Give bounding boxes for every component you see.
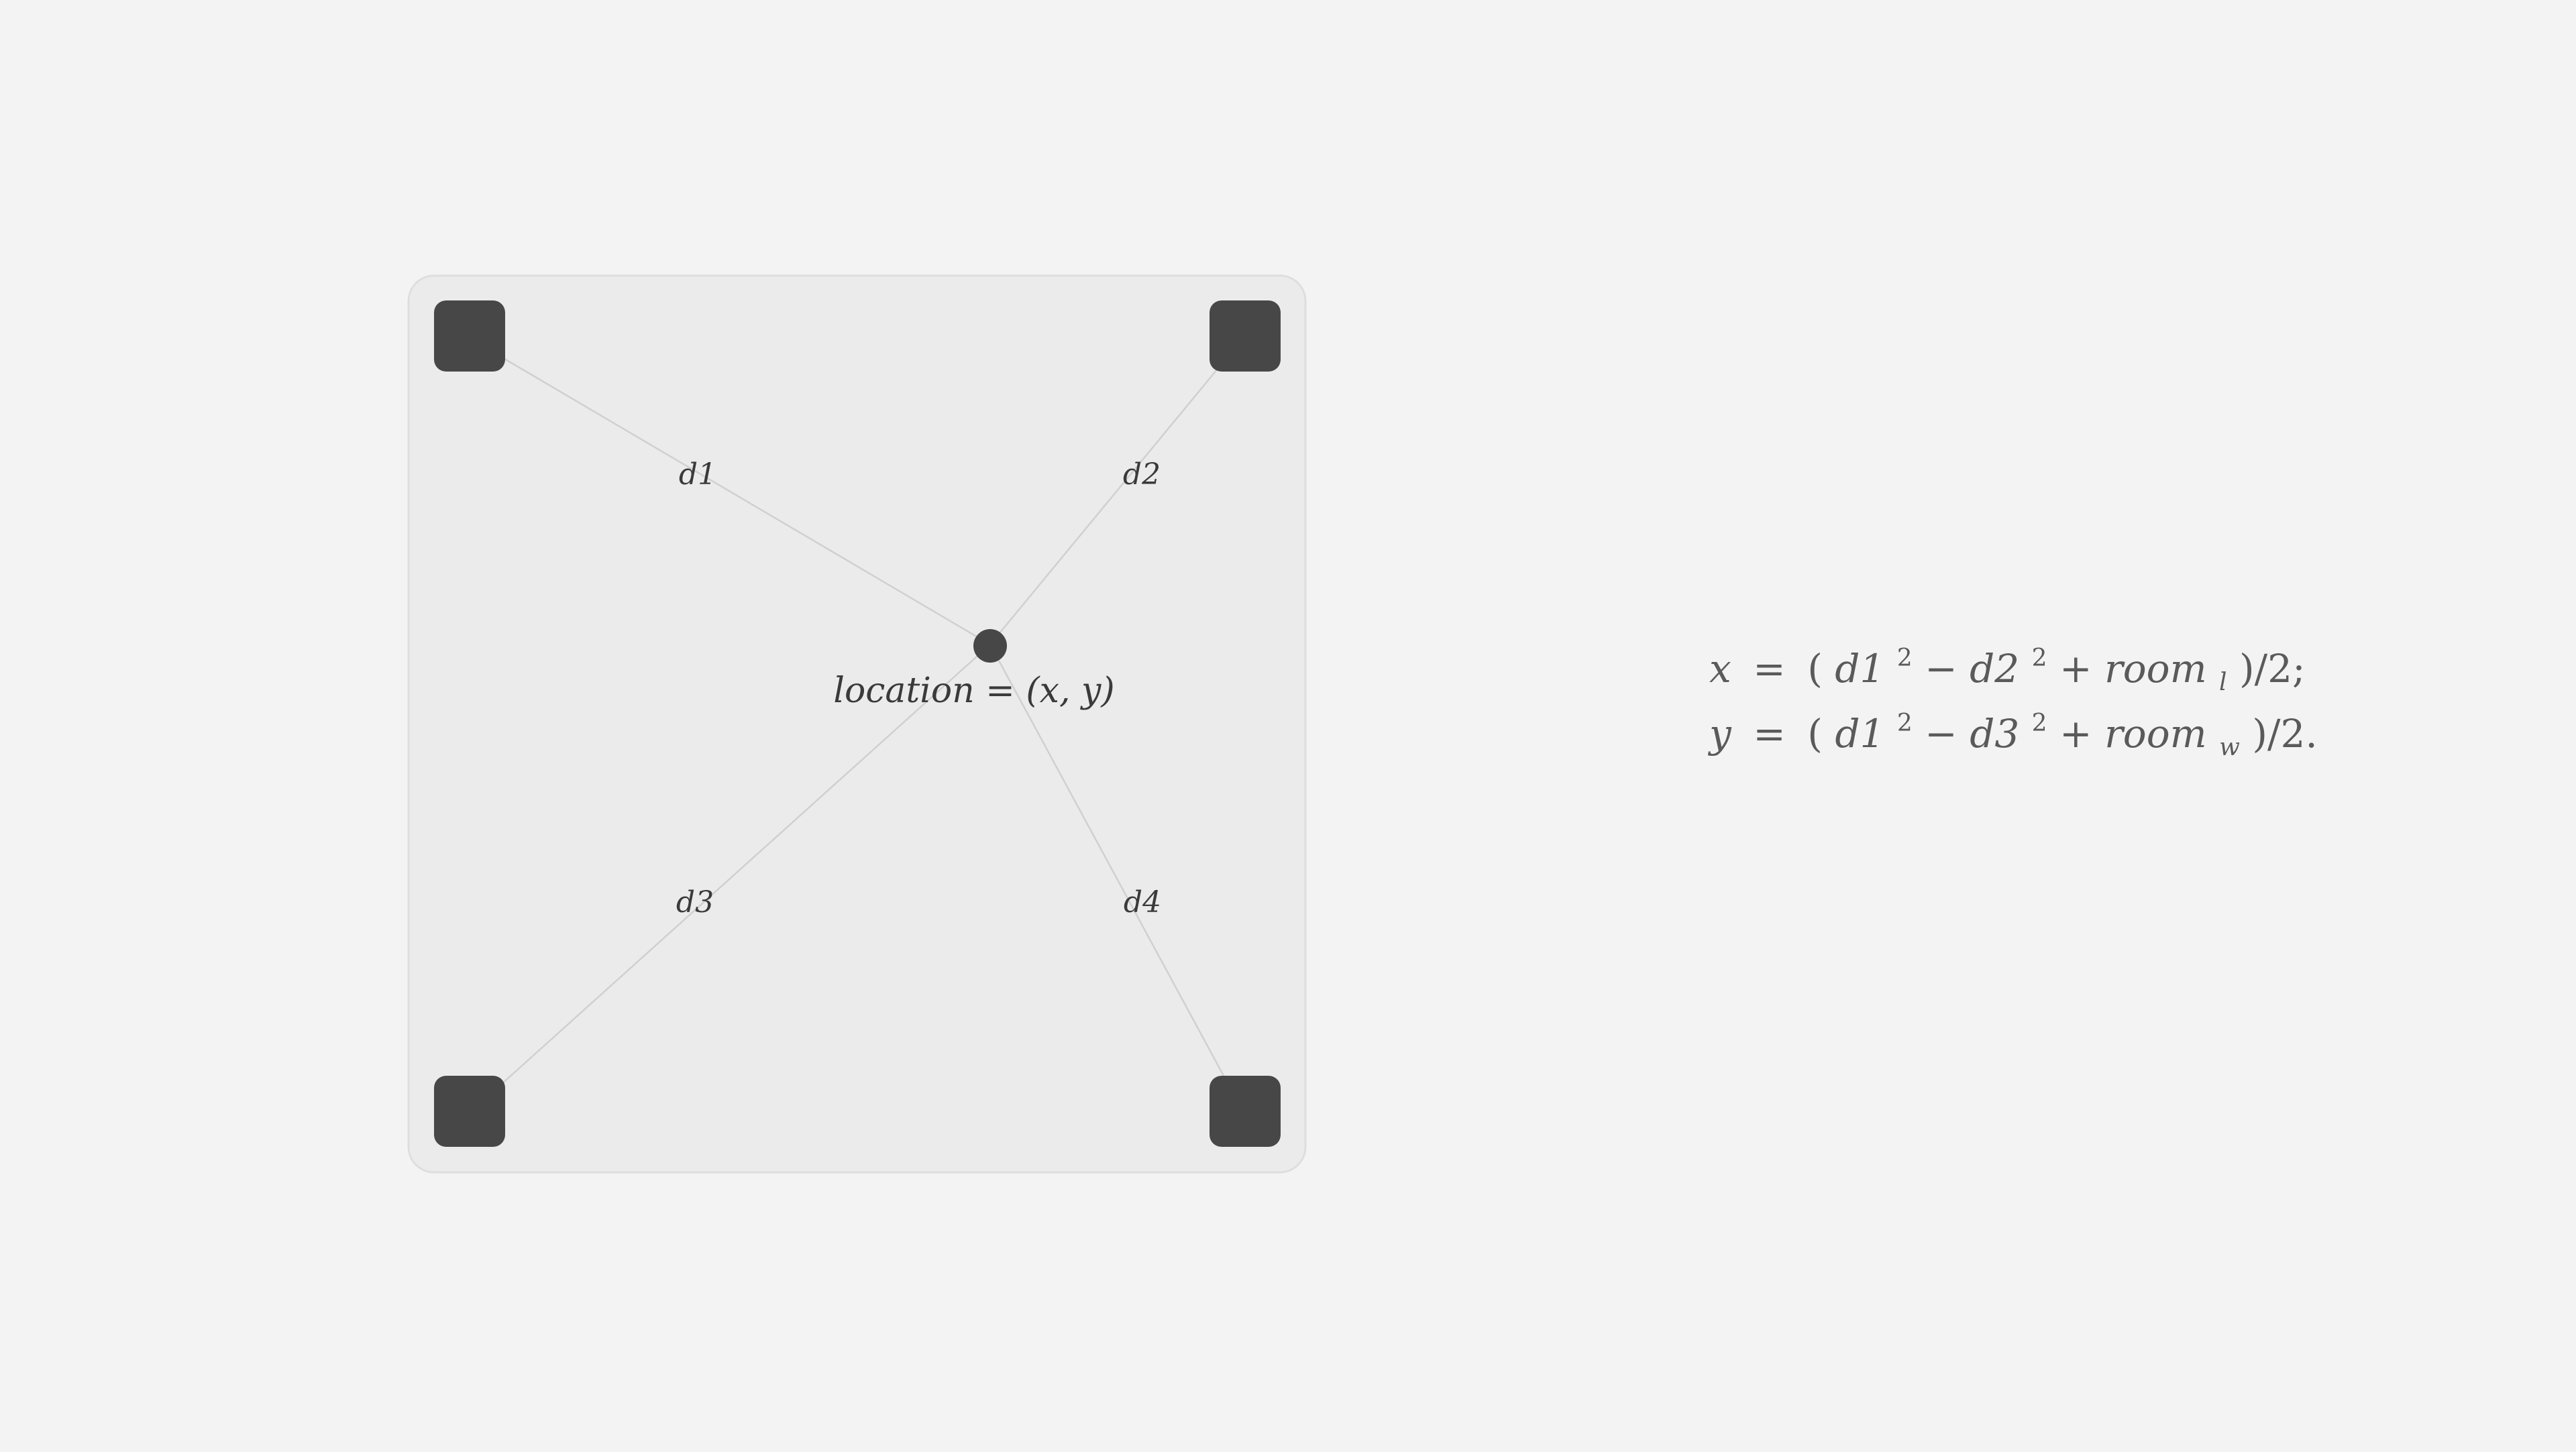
anchor-top-right: [1210, 300, 1281, 372]
eq-x-term3-sub: l: [2219, 669, 2227, 696]
distance-line-d2: [989, 368, 1218, 645]
eq-x-term2-exp: 2: [2032, 645, 2047, 672]
eq-x-plus: +: [2059, 646, 2092, 691]
label-d2: d2: [1123, 457, 1161, 492]
eq-x-minus: −: [1925, 646, 1957, 691]
eq-y-term2: d3: [1970, 711, 2019, 757]
eq-x-term1: d1: [1835, 646, 1884, 691]
eq-x-open: (: [1807, 646, 1823, 691]
eq-y-term1: d1: [1835, 711, 1884, 757]
room-area: [407, 274, 1307, 1174]
eq-y-minus: −: [1925, 711, 1957, 757]
eq-y-equals: =: [1753, 711, 1786, 757]
eq-y-term2-exp: 2: [2032, 710, 2047, 737]
eq-x-term2: d2: [1970, 646, 2019, 691]
equation-y: y = ( d1 2 − d3 2 + room w )/2.: [1707, 695, 2318, 765]
anchor-bottom-left: [434, 1076, 505, 1147]
eq-x-term3: room: [2104, 646, 2207, 691]
label-d4: d4: [1124, 885, 1161, 919]
eq-y-term3: room: [2104, 711, 2207, 757]
label-d3: d3: [676, 885, 714, 919]
eq-x-close: )/2;: [2239, 646, 2306, 691]
distance-line-d1: [504, 357, 991, 646]
eq-y-open: (: [1807, 711, 1823, 757]
eq-x-lhs: x: [1709, 646, 1731, 691]
eq-x-term1-exp: 2: [1897, 645, 1913, 672]
eq-y-plus: +: [2059, 711, 2092, 757]
eq-x-equals: =: [1753, 646, 1786, 691]
anchor-bottom-right: [1210, 1076, 1281, 1147]
distance-line-d3: [500, 644, 991, 1085]
eq-y-term1-exp: 2: [1897, 710, 1913, 737]
equation-x: x = ( d1 2 − d2 2 + room l )/2;: [1709, 630, 2306, 700]
distance-line-d4: [989, 644, 1229, 1084]
eq-y-close: )/2.: [2252, 711, 2318, 757]
anchor-top-left: [434, 300, 505, 372]
label-d1: d1: [679, 457, 716, 492]
location-point: [973, 629, 1007, 663]
eq-y-term3-sub: w: [2219, 734, 2240, 761]
eq-y-lhs: y: [1707, 711, 1732, 757]
location-label: location = (x, y): [833, 671, 1114, 711]
